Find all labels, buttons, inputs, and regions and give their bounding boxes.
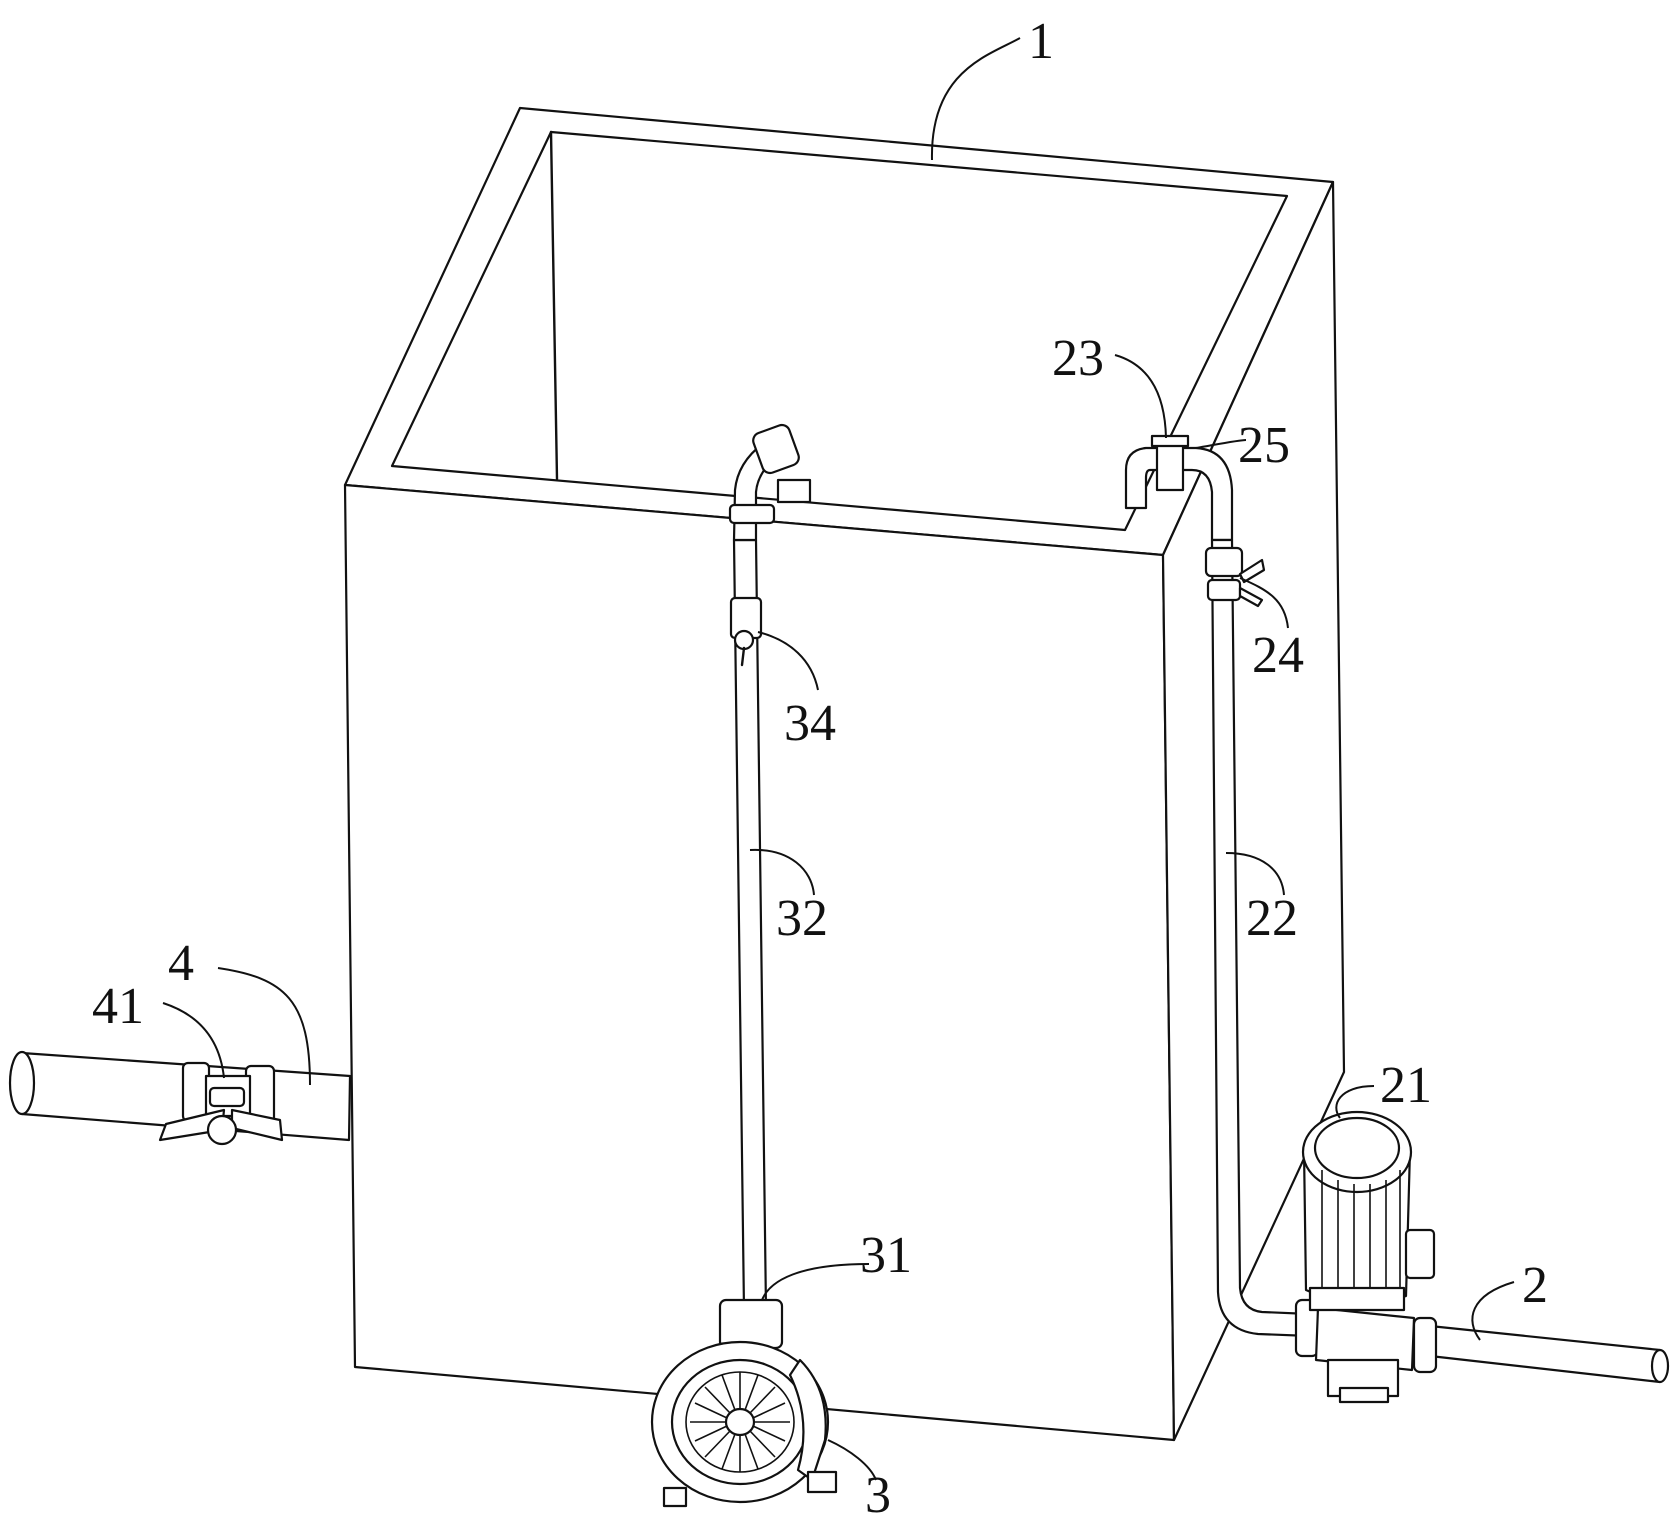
label-22: 22 bbox=[1246, 890, 1298, 947]
label-31: 31 bbox=[860, 1227, 912, 1284]
label-3: 3 bbox=[865, 1467, 891, 1519]
label-25: 25 bbox=[1238, 417, 1290, 474]
label-32: 32 bbox=[776, 890, 828, 947]
blower-impeller bbox=[690, 1372, 790, 1472]
air-pipe-32 bbox=[728, 423, 812, 1312]
label-34: 34 bbox=[784, 695, 836, 752]
pump-21 bbox=[1301, 1110, 1436, 1404]
label-1: 1 bbox=[1028, 13, 1054, 70]
label-23: 23 bbox=[1052, 330, 1104, 387]
label-21: 21 bbox=[1380, 1057, 1432, 1114]
label-41: 41 bbox=[92, 978, 144, 1035]
blower-3 bbox=[650, 1298, 838, 1508]
label-4: 4 bbox=[168, 935, 194, 992]
reference-labels: 1 2 3 4 21 22 23 24 25 31 32 34 41 bbox=[92, 13, 1548, 1519]
label-24: 24 bbox=[1252, 627, 1304, 684]
valve-34 bbox=[729, 596, 763, 667]
bracket-23 bbox=[1150, 434, 1190, 492]
valve-24 bbox=[1204, 546, 1266, 608]
leader-lines bbox=[162, 37, 1515, 1481]
tank bbox=[343, 106, 1346, 1442]
pipe-2 bbox=[1294, 1298, 1670, 1384]
label-2: 2 bbox=[1522, 1257, 1548, 1314]
valve-41 bbox=[158, 1061, 284, 1146]
